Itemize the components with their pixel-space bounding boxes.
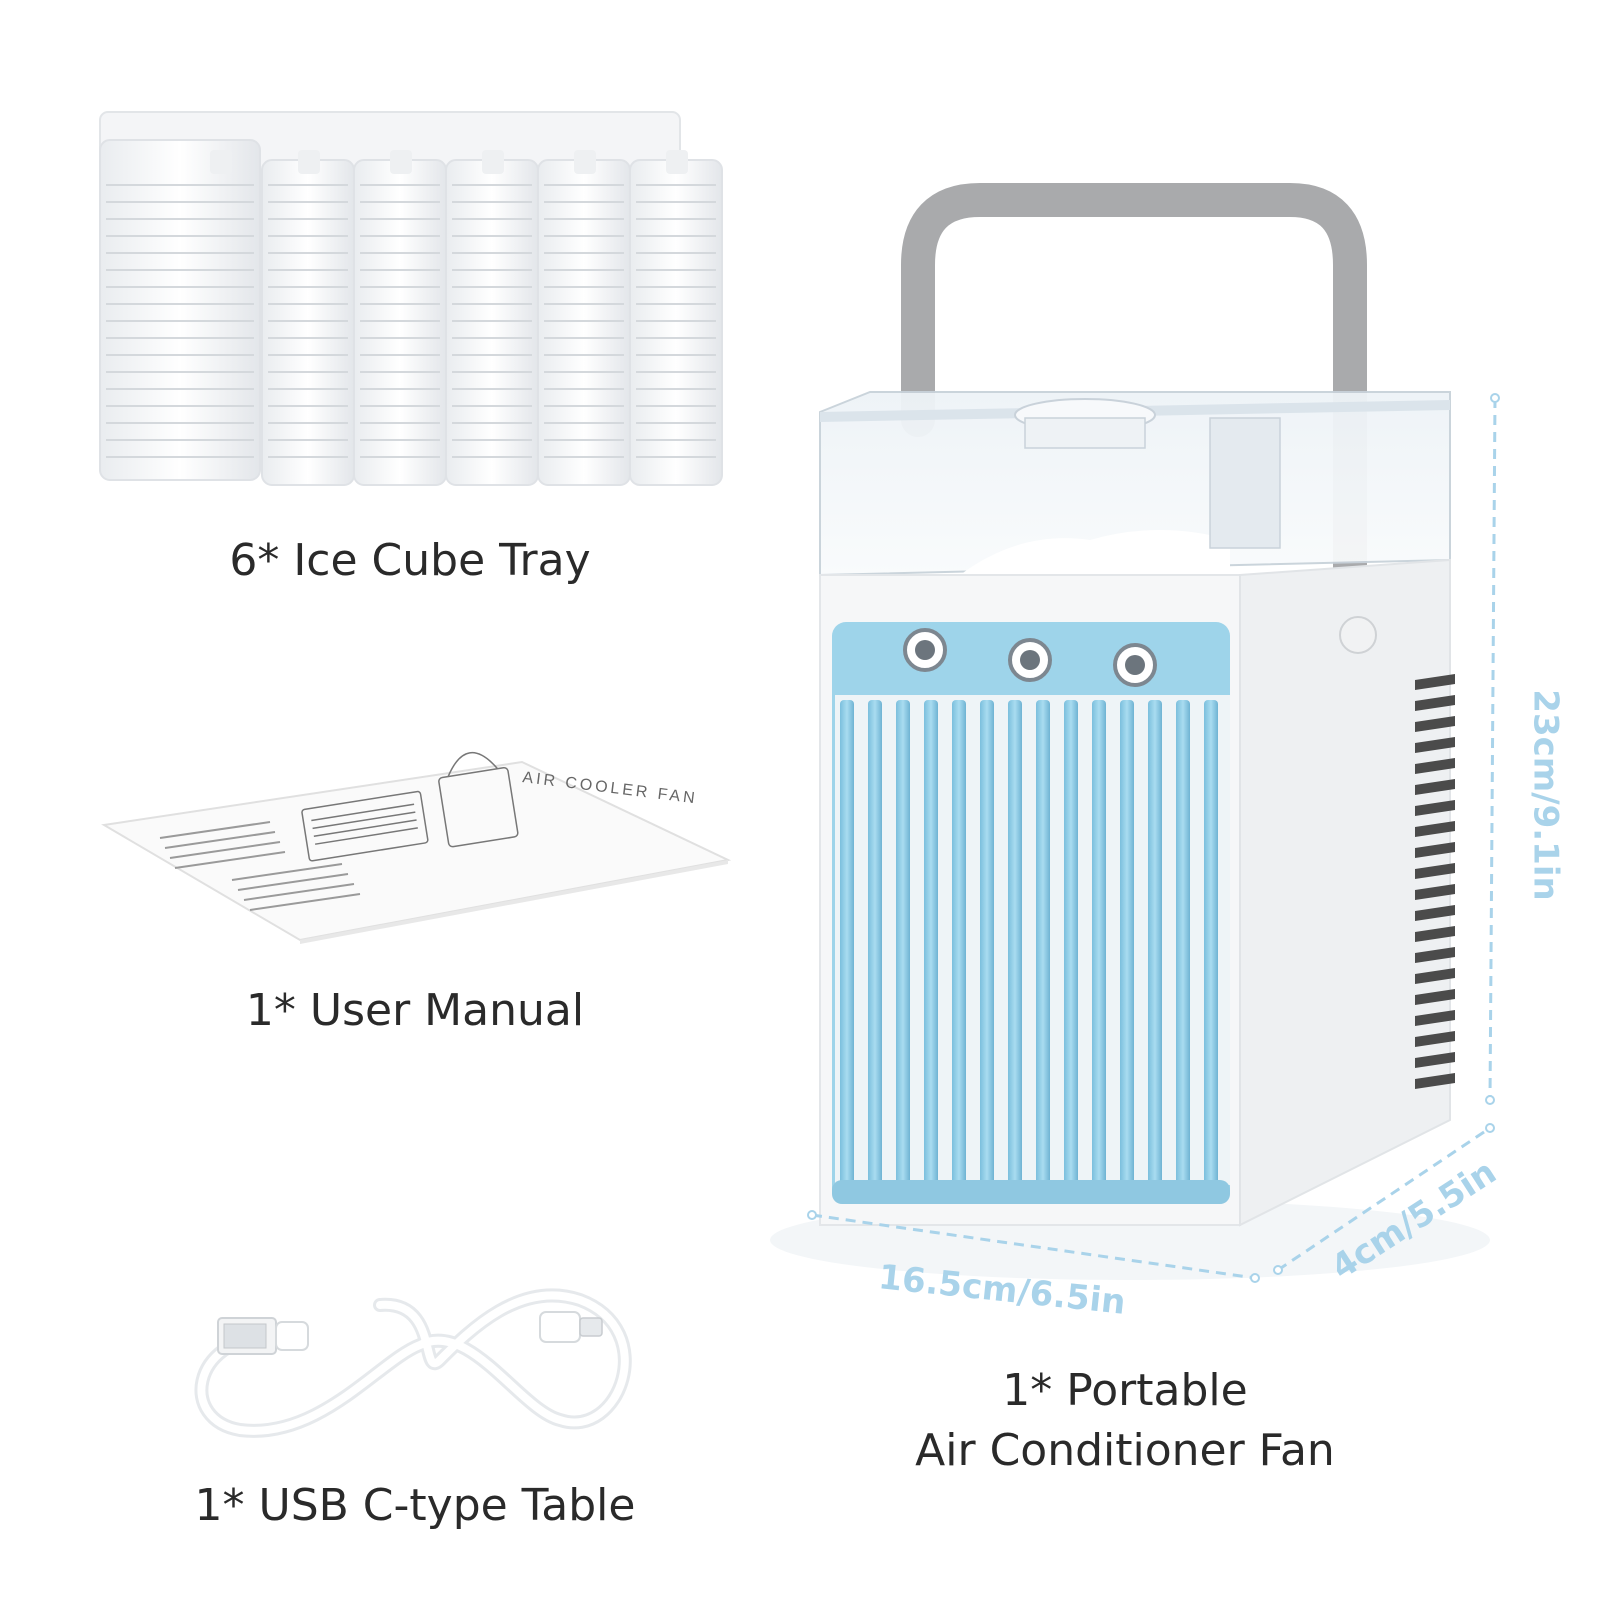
dimension-lines (811, 397, 1497, 1280)
depth-line (1277, 1126, 1491, 1272)
side-vent-slot (1415, 779, 1455, 795)
caption-fan-line2: Air Conditioner Fan (915, 1425, 1335, 1476)
portable-air-conditioner-fan (770, 183, 1490, 1280)
side-vent-slot (1415, 1073, 1455, 1089)
side-vent-slot (1415, 905, 1455, 921)
grill-slat (1148, 700, 1162, 1185)
side-vent-slot (1415, 695, 1455, 711)
usb-cable (194, 1288, 632, 1438)
side-vent-slot (1415, 926, 1455, 942)
side-vent-slot (1415, 758, 1455, 774)
caption-ice-cube-tray: 6* Ice Cube Tray (229, 535, 591, 586)
ice-tray (261, 150, 355, 486)
side-vent-slot (1415, 947, 1455, 963)
ice-tray (629, 150, 723, 486)
grill-slat (896, 700, 910, 1185)
ice-tray (445, 150, 539, 486)
grill-slat (1176, 700, 1190, 1185)
height-line (1488, 397, 1497, 1101)
grill-slat (1092, 700, 1106, 1185)
side-vent-slot (1415, 821, 1455, 837)
width-line (811, 1213, 1256, 1280)
usb-a-connector (217, 1317, 309, 1355)
water-tank (819, 391, 1451, 577)
grill-slat (1008, 700, 1022, 1185)
caption-fan-line1: 1* Portable (1002, 1365, 1248, 1416)
side-vent-slot (1415, 968, 1455, 984)
grill-slat (1204, 700, 1218, 1185)
caption-usb-cable: 1* USB C-type Table (194, 1480, 636, 1531)
grill-slat (840, 700, 854, 1185)
user-manual: AIR COOLER FAN (101, 751, 732, 944)
carry-handle (901, 183, 1367, 657)
ice-tray (353, 150, 447, 486)
grill-slat (868, 700, 882, 1185)
grill-slat (952, 700, 966, 1185)
side-vent-slot (1415, 863, 1455, 879)
ice-tray (99, 139, 261, 481)
side-vent-slot (1415, 884, 1455, 900)
front-grill (840, 700, 1218, 1185)
side-vent-slot (1415, 1052, 1455, 1068)
grill-slat (1036, 700, 1050, 1185)
mist-nozzles (903, 628, 1157, 687)
side-vent-slot (1415, 800, 1455, 816)
side-vent-slot (1415, 716, 1455, 732)
grill-slat (980, 700, 994, 1185)
side-vent-slot (1415, 737, 1455, 753)
side-vent-slot (1415, 674, 1455, 690)
grill-slat (1120, 700, 1134, 1185)
dimension-height-label: 23cm/9.1in (1525, 689, 1566, 901)
ice-tray (537, 150, 631, 486)
side-vent-slot (1415, 989, 1455, 1005)
side-vent-slot (1415, 1010, 1455, 1026)
grill-slat (1064, 700, 1078, 1185)
caption-user-manual: 1* User Manual (245, 985, 585, 1036)
side-vent-slot (1415, 842, 1455, 858)
usb-c-connector (539, 1311, 603, 1343)
side-vent-slot (1415, 1031, 1455, 1047)
ice-cube-trays (99, 111, 723, 486)
grill-slat (924, 700, 938, 1185)
